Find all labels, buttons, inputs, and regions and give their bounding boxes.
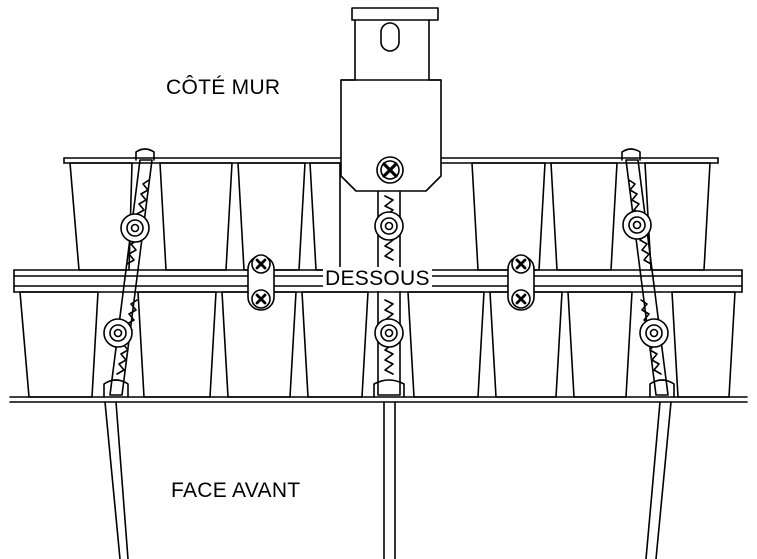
screw-icon <box>251 254 531 309</box>
right-clip-strip <box>621 148 675 398</box>
left-clip-strip <box>103 148 155 398</box>
wall-bracket <box>340 7 442 192</box>
clip-ring-icon <box>103 210 669 348</box>
bracket-screw-icon <box>376 156 404 184</box>
bottom-rails <box>9 396 748 403</box>
underside-label: DESSOUS <box>323 267 432 291</box>
wall-side-label: CÔTÉ MUR <box>166 76 281 99</box>
front-legs <box>104 401 672 559</box>
front-face-label: FACE AVANT <box>171 479 301 502</box>
